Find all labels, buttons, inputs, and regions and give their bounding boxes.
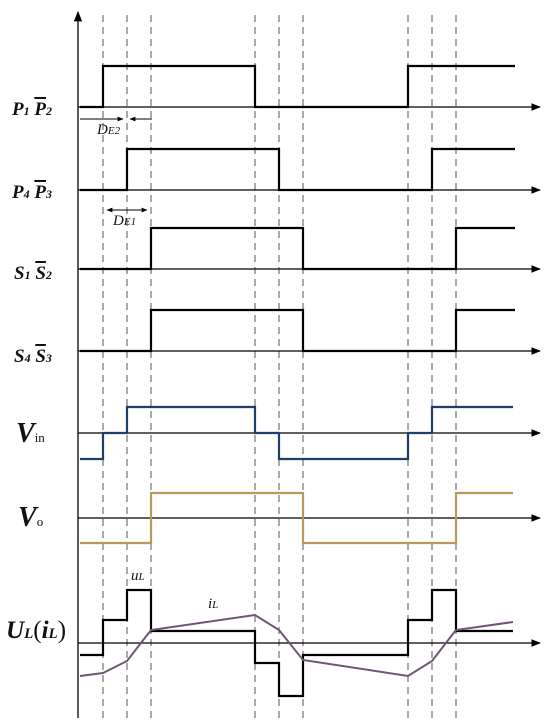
annotation-il-sub: L [212, 599, 219, 611]
label-s1s2-sub2: 2 [45, 268, 52, 282]
waveform-p4p3 [80, 147, 515, 192]
annotation-de1-d: D [113, 213, 124, 229]
label-vo: Vo [18, 504, 43, 532]
label-vin: Vin [16, 420, 45, 448]
annotation-ul-curve: uL [131, 569, 145, 584]
label-s4s3-sub2: 3 [45, 351, 52, 365]
label-p1p2-p2: P [34, 99, 46, 120]
label-p1p2: P1 P2 [12, 100, 52, 119]
label-p4p3-sub2: 3 [45, 187, 52, 201]
label-vo-v: V [18, 502, 37, 533]
label-s4s3-s3: S [35, 346, 46, 367]
annotation-de1: DE1 [113, 214, 136, 229]
timing-guides [102, 15, 457, 720]
label-s4s3-s4: S [14, 346, 25, 367]
label-ul-i: i [41, 617, 49, 644]
label-s1s2: S1 S2 [14, 264, 52, 283]
label-ul-sub: L [24, 626, 34, 642]
label-p1p2-sub2: 2 [45, 104, 52, 118]
annotation-ul-u: u [131, 568, 139, 584]
waveform-vo [80, 491, 513, 545]
label-s1s2-s1: S [14, 263, 25, 284]
label-vin-sub: in [34, 430, 45, 445]
label-vin-v: V [16, 418, 35, 449]
waveform-ul [80, 588, 513, 698]
waveform-s1s2 [80, 226, 515, 271]
waveform-vin [80, 405, 513, 461]
annotation-il-curve: iL [208, 597, 218, 612]
label-s4s3-sub1: 4 [24, 351, 31, 365]
annotation-de2-sub: E2 [107, 125, 121, 137]
label-ul-paren-open: ( [33, 617, 42, 644]
label-s1s2-s2: S [35, 263, 46, 284]
waveform-p1p2 [80, 64, 515, 109]
waveform-s4s3 [80, 308, 515, 353]
label-p1p2-p1: P [12, 99, 24, 120]
label-s4s3: S4 S3 [14, 347, 52, 366]
label-p4p3-p4: P [12, 182, 24, 203]
label-p4p3: P4 P3 [12, 183, 52, 202]
annotation-de2: DE2 [97, 123, 120, 138]
label-s1s2-sub1: 1 [24, 268, 31, 282]
label-p4p3-sub1: 4 [23, 187, 30, 201]
label-ul-sub2: L [48, 626, 58, 642]
label-p4p3-p3: P [34, 182, 46, 203]
label-ul-paren-close: ) [57, 617, 67, 644]
time-axes [78, 103, 541, 647]
label-p1p2-sub1: 1 [23, 104, 30, 118]
annotation-de2-d: D [97, 122, 108, 138]
annotation-il-i: i [208, 596, 213, 612]
label-vo-sub: o [36, 514, 44, 529]
waveform-il [79, 613, 514, 678]
annotation-ul-sub: L [138, 571, 145, 583]
annotation-de1-sub: E1 [123, 216, 137, 228]
label-ul: UL(iL) [6, 618, 66, 643]
label-ul-u: U [6, 617, 25, 644]
